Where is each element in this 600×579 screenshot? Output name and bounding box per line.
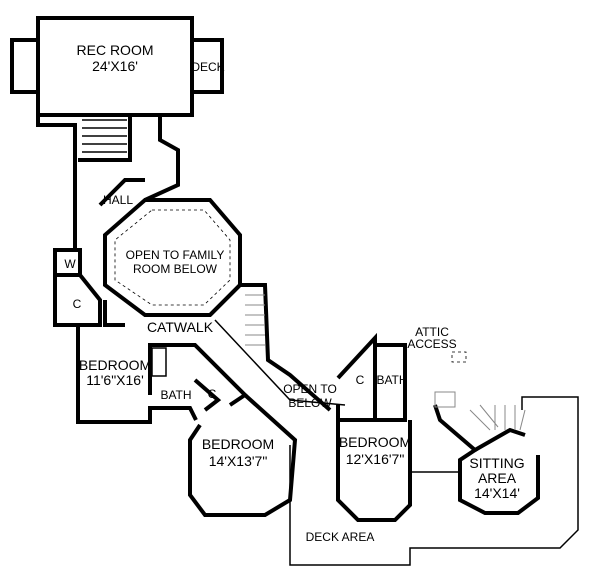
catwalk-label: CATWALK [147, 319, 214, 335]
attic-access: ATTIC ACCESS [407, 325, 467, 363]
deck-label: DECK [191, 60, 224, 74]
sitting-size: 14'X14' [474, 485, 520, 501]
sitting-line1: SITTING [469, 455, 524, 471]
catwalk: CATWALK OPEN TO BELOW [147, 283, 346, 412]
bath-label-2: BATH [376, 373, 407, 387]
bedroom-1: BEDROOM 11'6"X16' BATH C [76, 325, 249, 424]
bedroom-2: BEDROOM 14'X13'7" [188, 393, 298, 517]
open-family-line2: ROOM BELOW [133, 262, 218, 276]
sitting-line2: AREA [478, 470, 517, 486]
open-to-family-room: OPEN TO FAMILY ROOM BELOW [103, 198, 242, 317]
bedroom-3-size: 12'X16'7" [346, 451, 405, 467]
closet-label-2: C [208, 387, 217, 401]
rec-room-size: 24'X16' [92, 58, 138, 74]
attic-line2: ACCESS [407, 337, 456, 351]
sitting-area: SITTING AREA 14'X14' [433, 391, 540, 515]
bedroom-3-label: BEDROOM [339, 434, 411, 450]
bedroom-3: C BATH BEDROOM 12'X16'7" [336, 332, 412, 522]
bedroom-1-label: BEDROOM [79, 357, 151, 373]
closet-label-1: C [73, 297, 82, 311]
washer-label: W [64, 257, 76, 271]
hall-label: HALL [103, 193, 133, 207]
closet-label-3: C [356, 373, 365, 387]
bedroom-2-label: BEDROOM [202, 436, 274, 452]
bedroom-1-size: 11'6"X16' [86, 372, 144, 388]
laundry-closets: W C [53, 248, 125, 327]
deck-area-label: DECK AREA [306, 530, 375, 544]
deck-area: DECK AREA [289, 396, 579, 566]
attic-line1: ATTIC [415, 325, 449, 339]
open-family-line1: OPEN TO FAMILY [126, 248, 225, 262]
open-below-line1: OPEN TO [283, 382, 337, 396]
bath-label-1: BATH [160, 388, 191, 402]
rec-room-label: REC ROOM [77, 42, 154, 58]
open-below-line2: BELOW [288, 396, 332, 410]
rec-room: REC ROOM 24'X16' DECK [10, 16, 225, 117]
stair-hall: HALL [36, 115, 180, 250]
bedroom-2-size: 14'X13'7" [209, 453, 268, 469]
